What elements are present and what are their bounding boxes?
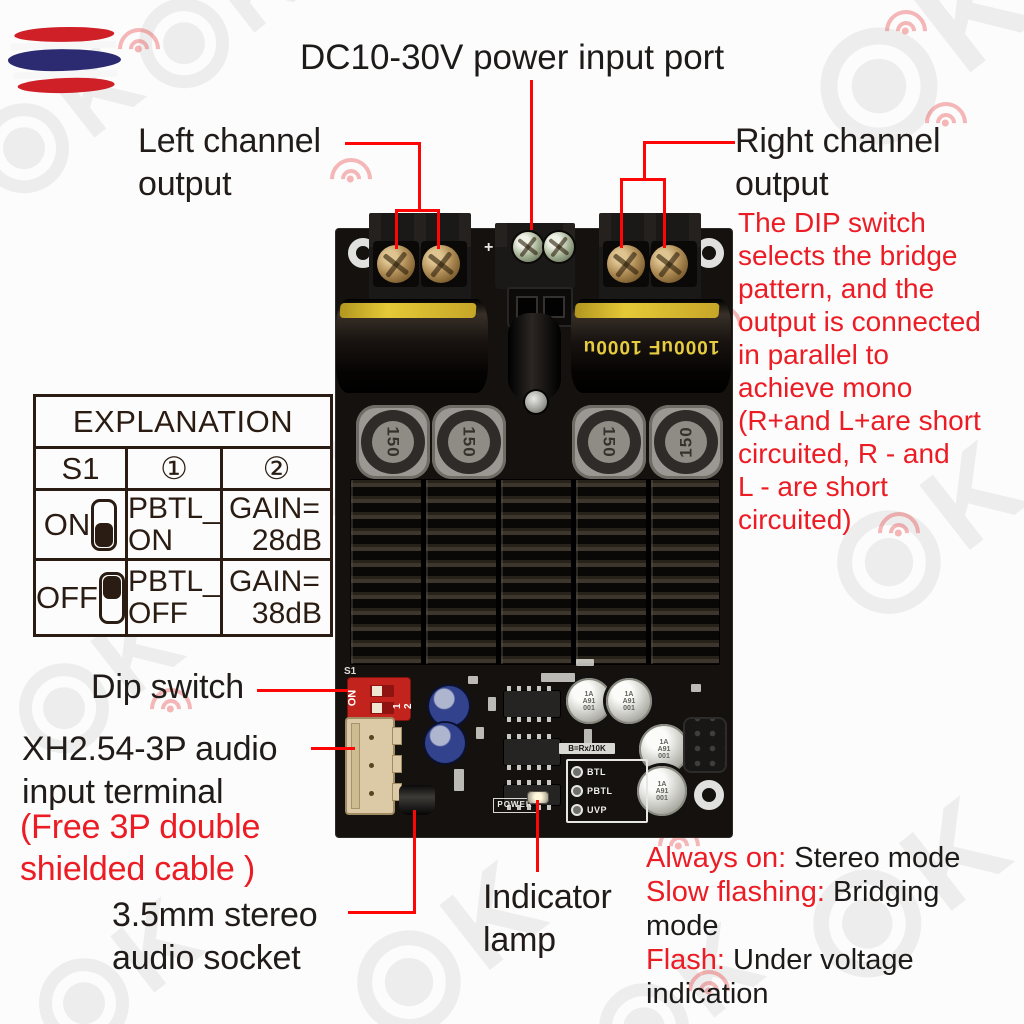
ic-chip (504, 734, 560, 770)
pointer-line-stereo-socket (348, 911, 416, 914)
pointer-line-left-channel (345, 142, 421, 145)
dip-switch-off-icon (99, 571, 125, 624)
pointer-line-left-channel (437, 209, 440, 249)
gain-value: GAIN= (229, 564, 320, 598)
filter-capacitor: 1000uF 1000u (571, 299, 731, 393)
small-capacitor (425, 723, 465, 763)
column-header-s1: S1 (33, 446, 128, 491)
led-dot (571, 784, 583, 797)
dip-switch-note: The DIP switch selects the bridge patter… (738, 207, 981, 535)
small-capacitor (429, 686, 469, 726)
silkscreen-mark (454, 769, 464, 791)
silkscreen-mark (468, 676, 478, 684)
column-header-2: ② (220, 446, 333, 491)
pointer-line-right-channel (620, 178, 666, 181)
pointer-line-left-channel (395, 209, 398, 249)
heatsink (350, 479, 720, 665)
xh-audio-connector (345, 717, 402, 815)
table-title: EXPLANATION (33, 394, 333, 449)
silkscreen-mark (576, 659, 594, 666)
terminal-screw (607, 245, 645, 283)
label-left-channel-output: Left channel output (138, 122, 321, 203)
indicator-legend: Always on: Stereo mode Slow flashing: Br… (646, 841, 960, 1011)
power-terminal-screw (513, 232, 543, 262)
pointer-line-right-channel (643, 141, 646, 181)
label-dip-switch: Dip switch (91, 668, 244, 706)
power-terminal-screw (544, 232, 574, 262)
smd-capacitor: 1A A91 001 (637, 766, 687, 816)
pointer-line-audio-input (311, 747, 355, 750)
mode-value: PBTL_ (128, 564, 220, 598)
dip-switch: ON 1 2 (346, 678, 414, 720)
silkscreen-mark (476, 727, 484, 739)
silkscreen-mark (541, 673, 575, 682)
amplifier-board: + 1000uF 1000u 150 150 150 150 (335, 213, 733, 838)
inductor-150: 150 (432, 405, 506, 479)
led-dot (571, 803, 583, 816)
board-screw (525, 391, 547, 413)
mounting-hole (694, 780, 724, 810)
pointer-line-right-channel (663, 178, 666, 248)
smd-capacitor: 1A A91 001 (606, 678, 652, 724)
pointer-line-left-channel (395, 209, 440, 212)
ic-chip (504, 686, 560, 722)
silkscreen-rx-label: B=Rx/10K (559, 743, 615, 754)
capacitor-label: 1000uF 1000u (582, 336, 720, 357)
center-capacitor (508, 313, 561, 401)
legend-line: Slow flashing: Bridging (646, 876, 940, 908)
table-row: OFF PBTL_ OFF GAIN= 38dB (33, 558, 333, 637)
legend-line: indication (646, 978, 769, 1010)
smd-module (683, 717, 727, 773)
terminal-screw (650, 245, 688, 283)
label-free-cable-note: (Free 3P double shielded cable ) (20, 808, 261, 888)
terminal-screw (422, 245, 460, 283)
page-title: DC10-30V power input port (299, 38, 725, 77)
label-indicator-lamp: Indicator lamp (483, 878, 612, 959)
audio-jack-socket (399, 785, 435, 815)
silkscreen-mark (691, 684, 701, 692)
legend-line: mode (646, 910, 719, 942)
explanation-table: EXPLANATION S1 ① ② ON PBTL_ ON GAIN= 28d… (33, 394, 333, 637)
polarity-plus-mark: + (484, 239, 494, 256)
label-stereo-socket: 3.5mm stereo audio socket (112, 896, 318, 977)
pointer-line-power-input (530, 80, 533, 230)
smd-capacitor: 1A A91 001 (566, 678, 612, 724)
inductor-150: 150 (356, 405, 430, 479)
silkscreen-s1: S1 (344, 666, 357, 677)
column-header-1: ① (125, 446, 223, 491)
watermark-signal-icon (321, 149, 381, 209)
label-right-channel-output: Right channel output (735, 122, 941, 203)
mode-value: PBTL_ (128, 491, 220, 525)
terminal-screw (377, 245, 415, 283)
pointer-line-dip-switch (257, 689, 348, 692)
power-connector-holes (507, 287, 573, 327)
pointer-line-right-channel (620, 178, 623, 248)
pointer-line-right-channel (643, 141, 735, 144)
inductor-150: 150 (649, 405, 723, 479)
pointer-line-stereo-socket (413, 810, 416, 914)
legend-line: Flash: Under voltage (646, 944, 914, 976)
indicator-led (528, 792, 548, 803)
pointer-line-indicator-lamp (536, 800, 539, 872)
switch-state-on: ON (36, 498, 125, 551)
legend-line: Always on: Stereo mode (646, 842, 961, 874)
switch-state-off: OFF (36, 571, 125, 624)
pointer-line-left-channel (418, 142, 421, 212)
dip-switch-on-icon (91, 498, 118, 551)
mode-indicator-legend-silk: BTL PBTL UVP (566, 759, 648, 823)
gain-value: GAIN= (229, 491, 320, 525)
inductor-150: 150 (572, 405, 646, 479)
table-row: ON PBTL_ ON GAIN= 28dB (33, 488, 333, 561)
silkscreen-mark (488, 697, 496, 711)
label-audio-input-terminal: XH2.54-3P audio input terminal (22, 730, 278, 811)
filter-capacitor (336, 299, 488, 393)
led-dot (571, 766, 583, 779)
silkscreen-mark (584, 729, 592, 745)
